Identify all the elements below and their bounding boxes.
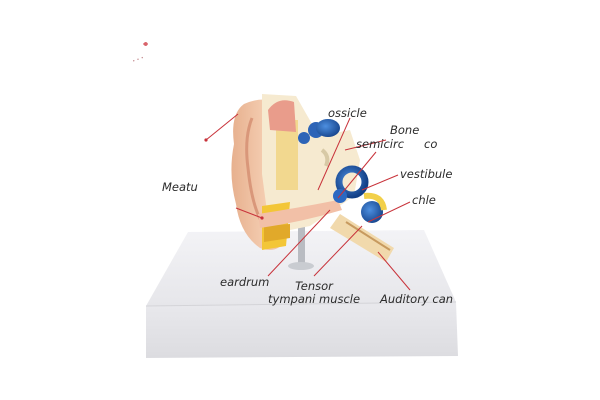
leader-lines (204, 113, 411, 291)
label-tensor-line1: Tensor (295, 279, 333, 293)
label-tensor-line2: tympani muscle (268, 292, 361, 307)
label-ossicle: ossicle (328, 106, 367, 120)
auditory-tube (330, 214, 394, 262)
svg-text:• • •: • • • (132, 55, 145, 65)
label-meatus: Meatu (162, 180, 198, 194)
label-cochlea: chle (412, 193, 436, 207)
label-bone-suffix: co (424, 137, 438, 151)
ear-canal (258, 200, 342, 228)
label-eardrum: eardrum (220, 275, 270, 289)
label-semicircular: semicirc (356, 137, 405, 151)
watermark-logo: • • • (132, 42, 148, 65)
support-rod (288, 222, 314, 270)
label-vestibule: vestibule (400, 167, 453, 181)
label-tensor-tympani: Tensor tympani muscle (268, 279, 361, 307)
label-bone: Bone (390, 123, 420, 137)
label-auditory: Auditory can (380, 292, 454, 306)
